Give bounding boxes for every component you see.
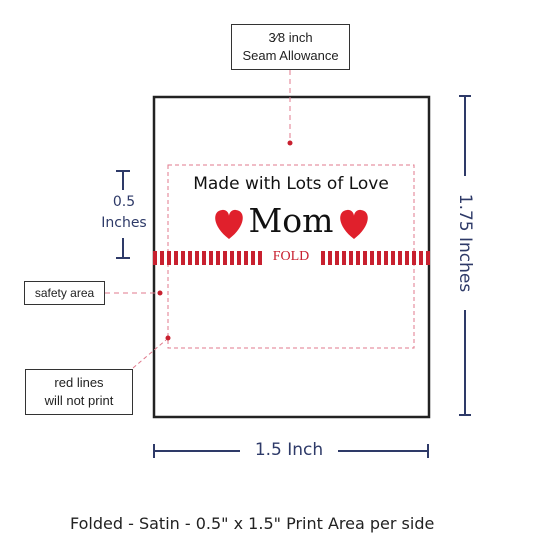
fold-stripe xyxy=(223,251,227,265)
label-line1: Made with Lots of Love xyxy=(193,174,389,194)
fold-stripe xyxy=(237,251,241,265)
fold-stripe xyxy=(419,251,423,265)
fold-stripe xyxy=(370,251,374,265)
fold-stripe xyxy=(230,251,234,265)
fold-stripe xyxy=(356,251,360,265)
fold-stripe xyxy=(209,251,213,265)
fold-stripe xyxy=(202,251,206,265)
left-dim-unit: Inches xyxy=(101,215,147,231)
fold-stripe xyxy=(405,251,409,265)
left-dim-value: 0.5 xyxy=(112,194,136,210)
fold-stripe xyxy=(216,251,220,265)
fold-stripe xyxy=(174,251,178,265)
fold-stripe xyxy=(195,251,199,265)
fold-stripe xyxy=(244,251,248,265)
fold-label: FOLD xyxy=(262,249,320,265)
red-heart-icon xyxy=(340,209,368,239)
fold-stripe xyxy=(321,251,325,265)
seam-allowance-callout: 3⁄8 inch Seam Allowance xyxy=(231,24,350,70)
fold-stripe xyxy=(167,251,171,265)
fold-stripe xyxy=(258,251,262,265)
fold-stripe xyxy=(349,251,353,265)
fold-stripe xyxy=(363,251,367,265)
fold-stripe xyxy=(377,251,381,265)
label-name: Mom xyxy=(248,201,334,240)
bottom-dim-label: 1.5 Inch xyxy=(254,440,324,460)
red-lines-callout: red lines will not print xyxy=(25,369,133,415)
fold-stripe xyxy=(153,251,157,265)
fold-stripe xyxy=(342,251,346,265)
fold-stripe xyxy=(391,251,395,265)
fold-stripe xyxy=(188,251,192,265)
fold-stripe xyxy=(160,251,164,265)
redlines-leader-dot xyxy=(165,335,171,341)
caption: Folded - Satin - 0.5" x 1.5" Print Area … xyxy=(70,514,435,533)
seam-leader-dot xyxy=(287,140,293,146)
red-heart-icon xyxy=(215,209,243,239)
seam-unit: inch xyxy=(288,30,313,45)
red-lines-line1: red lines xyxy=(54,375,104,390)
fold-stripe xyxy=(328,251,332,265)
fold-stripe xyxy=(251,251,255,265)
right-dim-label: 1.75 Inches xyxy=(455,193,475,293)
safety-leader-dot xyxy=(157,290,163,296)
redlines-leader-line xyxy=(132,339,167,369)
safety-area-callout: safety area xyxy=(24,281,105,305)
fold-stripe xyxy=(181,251,185,265)
fold-stripe xyxy=(412,251,416,265)
fold-stripe xyxy=(335,251,339,265)
red-lines-line2: will not print xyxy=(44,393,114,408)
fold-stripe xyxy=(384,251,388,265)
fold-stripe xyxy=(398,251,402,265)
fold-stripe xyxy=(426,251,430,265)
seam-fraction: 3⁄8 xyxy=(268,30,286,45)
seam-allowance-text: Seam Allowance xyxy=(242,48,339,63)
